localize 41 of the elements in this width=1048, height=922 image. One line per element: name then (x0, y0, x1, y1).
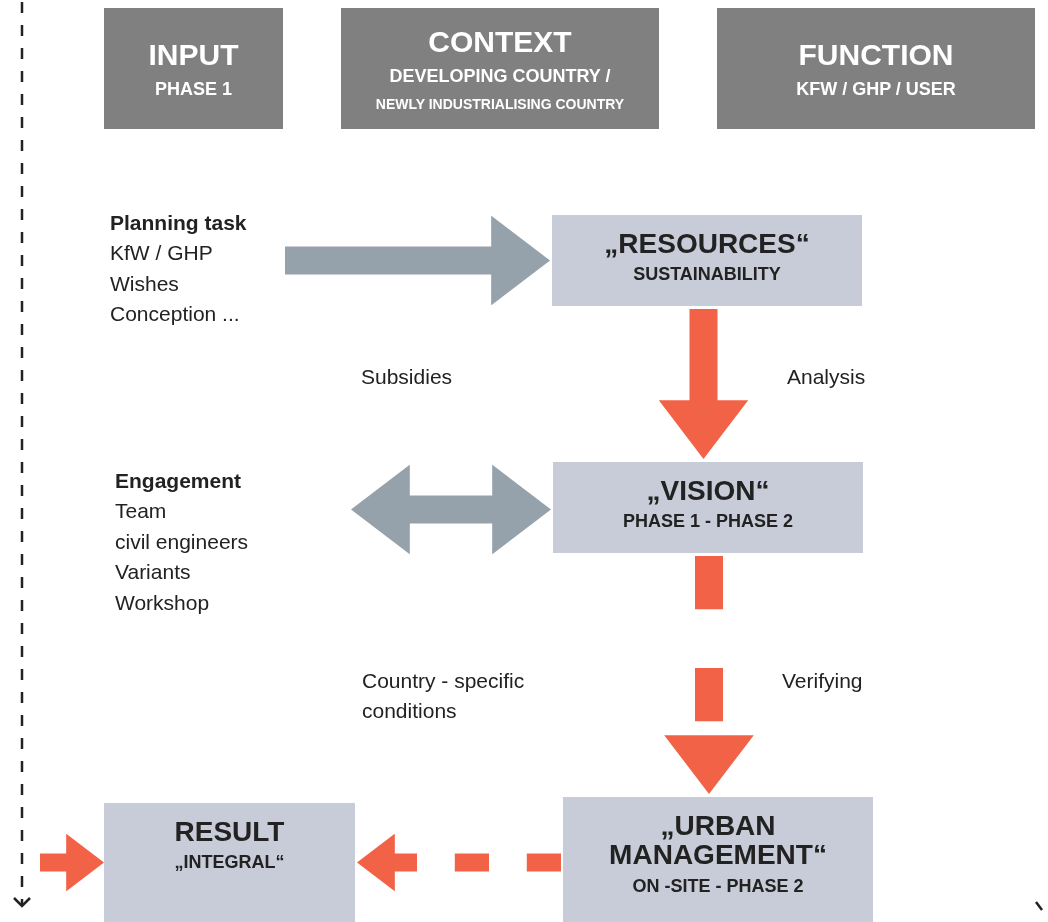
header-box (717, 8, 1035, 129)
annotation-text: Country - specific conditions (362, 668, 526, 725)
box-subtitle: SUSTAINABILITY (633, 264, 781, 286)
box-subtitle: „INTEGRAL“ (174, 852, 285, 874)
annotation-text: Analysis (787, 364, 867, 390)
arrow (285, 215, 550, 306)
box-subtitle: ON -SITE - PHASE 2 (632, 875, 804, 898)
arrow (357, 833, 561, 892)
arrow (40, 833, 104, 892)
header-box (104, 8, 283, 129)
arrow (351, 464, 551, 555)
arrow (664, 556, 754, 794)
header-title: CONTEXT (428, 24, 572, 61)
box-title: RESULT (174, 817, 285, 847)
process-box (563, 797, 873, 922)
process-box (552, 215, 862, 306)
process-box (104, 803, 355, 922)
list-item: civil engineers (115, 528, 249, 555)
list-item: KfW / GHP (110, 240, 213, 267)
list-item: Variants (115, 559, 191, 586)
header-subtitle: KFW / GHP / USER (796, 78, 956, 101)
header-title: INPUT (148, 36, 239, 73)
arrow (658, 309, 749, 459)
header-subtitle: PHASE 1 (155, 78, 232, 101)
process-box (553, 462, 863, 553)
list-heading: Planning task (110, 210, 247, 236)
header-subtitle: DEVELOPING COUNTRY / (389, 66, 611, 88)
box-title: „RESOURCES“ (604, 229, 810, 259)
annotation-text: Verifying (782, 668, 864, 694)
list-heading: Engagement (115, 468, 242, 494)
box-title: „VISION“ (646, 476, 770, 506)
list-item: Conception ... (110, 301, 240, 328)
list-item: Wishes (110, 270, 179, 297)
list-item: Workshop (115, 589, 210, 616)
header-subtitle: NEWLY INDUSTRIALISING COUNTRY (375, 95, 625, 113)
header-title: FUNCTION (798, 36, 954, 73)
annotation-text: Subsidies (361, 364, 454, 390)
box-subtitle: PHASE 1 - PHASE 2 (622, 511, 794, 533)
list-item: Team (115, 498, 167, 525)
header-box (341, 8, 659, 129)
box-title: „URBAN MANAGEMENT“ (608, 811, 828, 870)
